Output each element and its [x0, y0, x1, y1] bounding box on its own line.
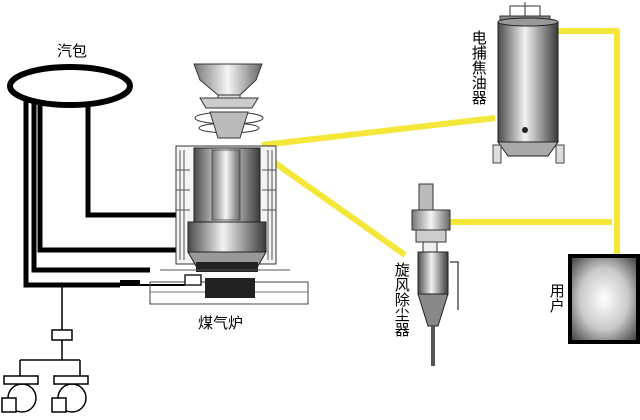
gas-pipes [261, 28, 620, 262]
pipe-furnace-to-cyclone [266, 155, 407, 258]
blower-fans [1, 280, 140, 413]
pipe-tar-catcher-to-user [558, 28, 620, 262]
user-terminal [568, 254, 640, 344]
steam-pipes [23, 95, 185, 288]
steam-drum-label: 汽包 [57, 42, 88, 60]
electric-tar-catcher [492, 2, 565, 164]
user-label: 用户 [547, 283, 566, 313]
gas-furnace [149, 63, 309, 305]
cyclone-dust-remover-label: 旋风除尘器 [392, 262, 411, 337]
cyclone-dust-remover [411, 183, 459, 366]
electric-tar-catcher-label: 电捕焦油器 [469, 30, 488, 105]
pipe-furnace-to-tar-catcher [261, 115, 496, 148]
steam-drum [7, 64, 133, 108]
gas-furnace-label: 煤气炉 [198, 314, 244, 332]
